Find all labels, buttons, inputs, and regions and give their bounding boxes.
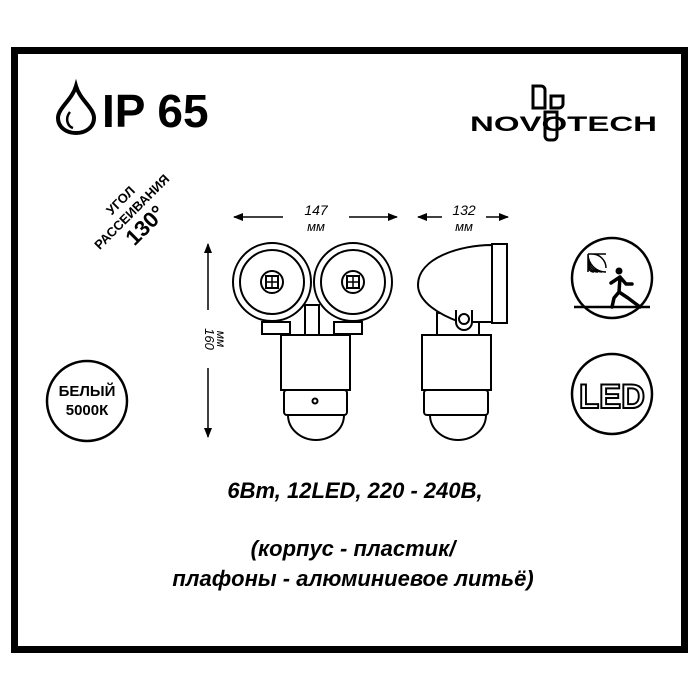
- beam-angle-label: УГОЛ РАССЕИВАНИЯ 130°: [91, 171, 172, 252]
- led-icon: LED: [570, 352, 654, 436]
- label-text: мм: [214, 331, 228, 347]
- ip-rating-label: IP 65: [102, 85, 209, 137]
- logo-text: NOVOTECH: [470, 113, 657, 136]
- width-dimension: 147 мм: [233, 202, 398, 234]
- spec-power-voltage: 6Вт, 12LED, 220 - 240В,: [227, 478, 482, 503]
- water-drop-icon: [55, 78, 97, 136]
- label-text: БЕЛЫЙ: [59, 382, 116, 400]
- motion-sensor-icon: [570, 236, 654, 320]
- novotech-logo: NOVOTECH: [470, 84, 657, 142]
- label-text: LED: [579, 378, 645, 416]
- height-dimension: 160 мм: [202, 243, 228, 438]
- spec-shade-material: плафоны - алюминиевое литьё): [172, 566, 533, 591]
- graphic-group: 160 мм: [202, 328, 228, 350]
- label-text: мм: [455, 219, 473, 234]
- label-text: 160: [202, 328, 217, 350]
- lamp-front-view: [232, 242, 393, 441]
- label-text: 147: [304, 202, 329, 218]
- lamp-side-view: [416, 243, 508, 441]
- label-text: мм: [307, 219, 325, 234]
- color-temperature-badge: БЕЛЫЙ 5000К: [45, 359, 129, 443]
- label-text: 132: [452, 202, 476, 218]
- spec-housing-material: (корпус - пластик/: [251, 536, 459, 561]
- depth-dimension: 132 мм: [417, 202, 509, 234]
- frame-border: [11, 47, 688, 653]
- label-text: 5000К: [66, 402, 109, 419]
